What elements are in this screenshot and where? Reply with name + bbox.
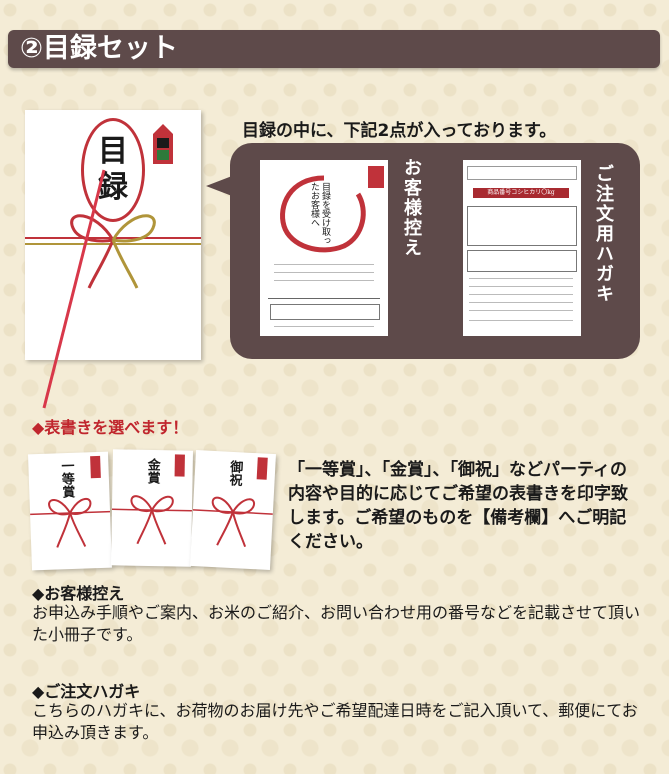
order-postcard-label: ご注文用ハガキ (593, 164, 614, 304)
noshi-card-oiwai: 御祝 (190, 449, 276, 571)
noshi-text-3: 御祝 (226, 459, 243, 487)
order-postcard-section-body: こちらのハガキに、お荷物のお届け先やご希望配達日時をご記入頂いて、郵便にてお申込… (32, 701, 638, 742)
mizuhiki-icon (30, 455, 111, 548)
mizuhiki-icon (192, 457, 273, 548)
mokuroku-char-bottom: 録 (98, 170, 128, 205)
ensō-circle-icon (280, 166, 384, 253)
postcard-banner: 商品番号コシヒカリ〇kg (473, 188, 569, 198)
mokuroku-label-oval: 目 録 (81, 118, 145, 222)
customer-copy-label: お客様控え (401, 158, 422, 258)
mizuhiki-icon (111, 454, 192, 545)
order-postcard-document: 商品番号コシヒカリ〇kg (463, 160, 581, 336)
section-header: ②目録セット (8, 30, 660, 68)
order-postcard-section-title: ◆ご注文ハガキ (32, 682, 141, 701)
noshi-text-1: 一等賞 (58, 458, 75, 499)
noshi-description: 「一等賞」、「金賞」、「御祝」などパーティの内容や目的に応じてご希望の表書きを印… (288, 460, 628, 552)
customer-copy-section-body: お申込み手順やご案内、お米のご紹介、お問い合わせ用の番号などを記載させて頂いた小… (32, 603, 641, 644)
mokuroku-char-top: 目 (98, 134, 128, 169)
speech-bubble-tail (206, 176, 232, 196)
customer-copy-document: 目録を受け取ったお客様へ (260, 160, 388, 336)
noshi-card-ittosho: 一等賞 (28, 451, 112, 571)
section-title: ②目録セット (20, 33, 178, 64)
customer-copy-title: 目録を受け取ったお客様へ (309, 182, 330, 245)
noshi-emblem-icon (153, 124, 173, 164)
noshi-text-2: 金賞 (144, 457, 160, 485)
noshi-card-kinsho: 金賞 (110, 449, 194, 567)
mokuroku-card-image: 目 録 (25, 110, 201, 360)
intro-text: 目録の中に、下記2点が入っております。 (242, 121, 557, 141)
noshi-heading: ◆表書きを選べます！ (32, 418, 189, 437)
customer-copy-section-title: ◆お客様控え (32, 584, 125, 603)
